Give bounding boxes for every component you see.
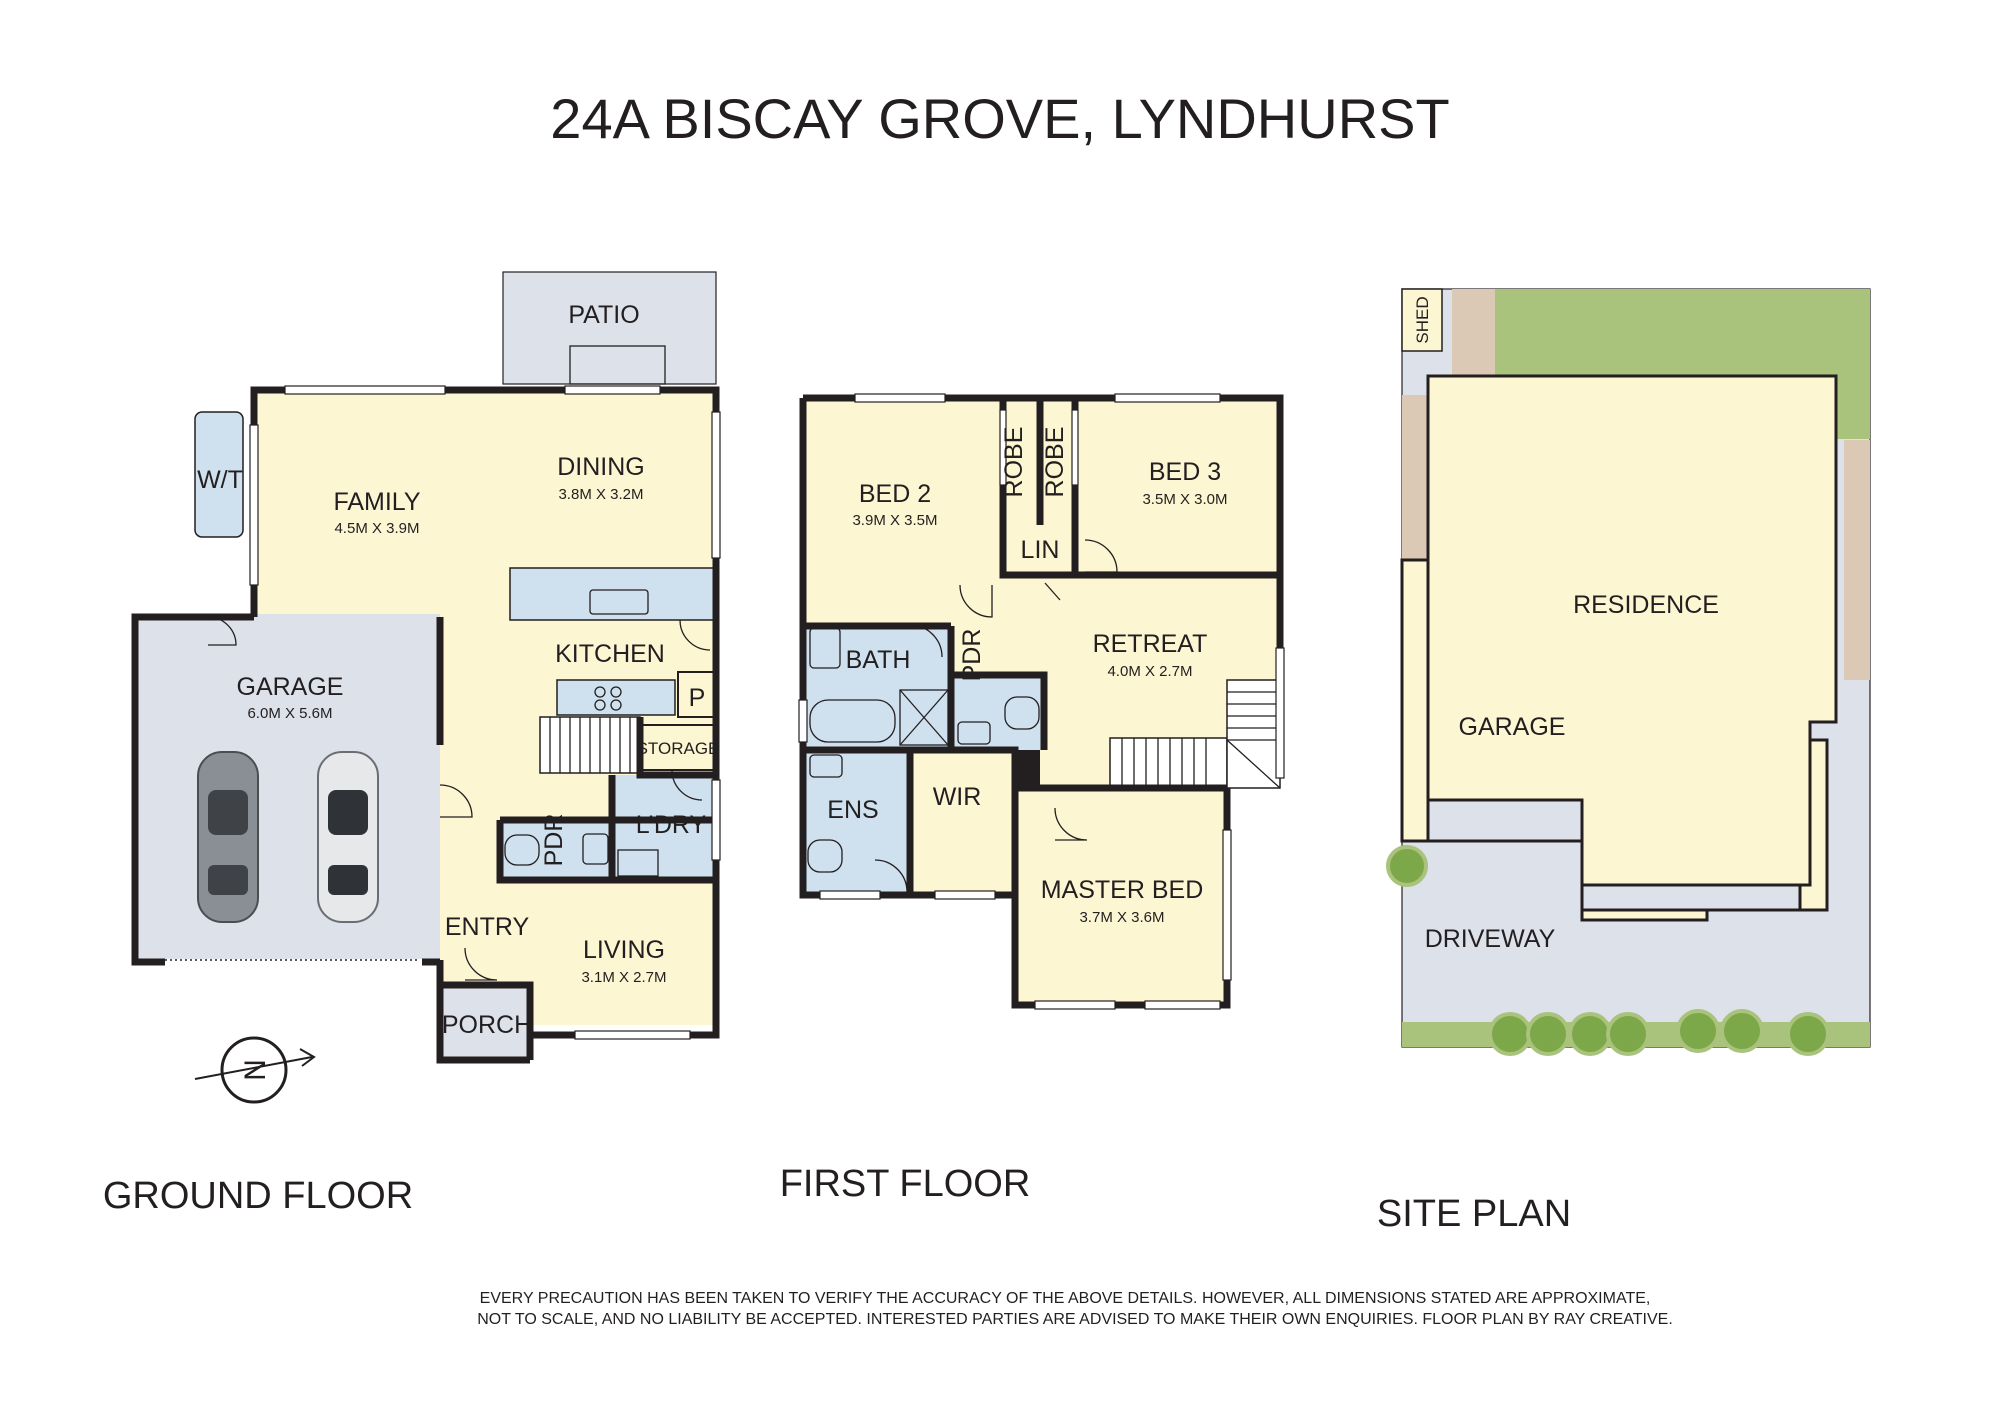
- ground-windows: [249, 385, 721, 1040]
- retreat-label: RETREAT: [1093, 630, 1208, 658]
- gravel-strip: [1844, 440, 1870, 680]
- toilet-icon: [504, 834, 540, 866]
- first-floor-plan: BED 2 3.9M X 3.5M ROBE ROBE BED 3 3.5M X…: [798, 393, 1285, 1010]
- disclaimer-line-2: NOT TO SCALE, AND NO LIABILITY BE ACCEPT…: [477, 1311, 1673, 1328]
- ground-door-swings: [207, 616, 711, 981]
- bed2-dimensions: 3.9M X 3.5M: [852, 512, 937, 529]
- void-block: [1015, 750, 1040, 790]
- compass-label: N: [239, 1059, 272, 1081]
- residence-outline: [1426, 374, 1838, 887]
- storage-label: STORAGE: [637, 739, 720, 758]
- living-label: LIVING: [583, 936, 665, 964]
- residence-label: RESIDENCE: [1573, 591, 1719, 619]
- basin-icon: [809, 754, 843, 778]
- living-dimensions: 3.1M X 2.7M: [581, 969, 666, 986]
- robe1-label: ROBE: [1000, 427, 1028, 498]
- bath-label: BATH: [846, 646, 911, 674]
- retreat-dimensions: 4.0M X 2.7M: [1107, 663, 1192, 680]
- wir-label: WIR: [933, 783, 982, 811]
- basin-icon: [582, 833, 609, 865]
- patio-label: PATIO: [568, 301, 639, 329]
- gravel-strip: [1452, 289, 1495, 379]
- garage-dimensions: 6.0M X 5.6M: [247, 705, 332, 722]
- kitchen-label: KITCHEN: [555, 640, 665, 668]
- shed-label: SHED: [1413, 296, 1432, 343]
- disclaimer-line-1: EVERY PRECAUTION HAS BEEN TAKEN TO VERIF…: [480, 1290, 1651, 1307]
- robe2-label: ROBE: [1041, 427, 1069, 498]
- stairs-first: [1109, 679, 1281, 789]
- ground-living-zone: [254, 390, 716, 1060]
- ground-powder-room: [500, 820, 612, 880]
- ground-floor-plan: N PATIO W/T FAMILY 4.5M X 3.9M DINING 3.…: [131, 271, 721, 1104]
- shed: [1401, 288, 1443, 352]
- toilet-icon: [807, 839, 843, 873]
- bath-room: [803, 626, 951, 750]
- dining-dimensions: 3.8M X 3.2M: [558, 486, 643, 503]
- gravel-strip: [1402, 395, 1428, 560]
- ground-floor-caption: GROUND FLOOR: [103, 1175, 413, 1217]
- site-garage-label: GARAGE: [1459, 713, 1566, 741]
- first-walls: [799, 394, 1284, 1009]
- family-label: FAMILY: [333, 488, 420, 516]
- bed3-label: BED 3: [1149, 458, 1221, 486]
- ensuite-room: [803, 750, 910, 892]
- ground-pdr-label: PDR: [540, 814, 568, 867]
- bathtub-icon: [809, 699, 896, 743]
- wt-label: W/T: [197, 466, 243, 494]
- garage-label: GARAGE: [237, 673, 344, 701]
- family-dimensions: 4.5M X 3.9M: [334, 520, 419, 537]
- site-plan: SHED RESIDENCE GARAGE DRIVEWAY: [1386, 288, 1871, 1056]
- porch-area: [440, 985, 530, 1060]
- master-bed-label: MASTER BED: [1041, 876, 1204, 904]
- laundry-room: [612, 775, 716, 880]
- laundry-label: L’DRY: [636, 811, 707, 839]
- garage-room: [135, 614, 440, 959]
- water-tank: [194, 411, 244, 538]
- first-pdr-label: PDR: [958, 629, 986, 682]
- dining-label: DINING: [557, 453, 645, 481]
- tree-icon: [1386, 845, 1830, 1056]
- linen-label: LIN: [1021, 536, 1060, 564]
- page-title: 24A BISCAY GROVE, LYNDHURST: [550, 87, 1449, 150]
- toilet-icon: [1004, 696, 1040, 730]
- car-icon: [197, 751, 259, 923]
- car-icon: [317, 751, 379, 923]
- first-windows: [798, 393, 1285, 1010]
- porch-label: PORCH: [442, 1011, 532, 1039]
- site-plan-caption: SITE PLAN: [1377, 1193, 1571, 1235]
- ensuite-label: ENS: [827, 796, 878, 824]
- stairs-ground: [539, 716, 641, 774]
- ground-walls: [131, 386, 720, 1064]
- first-door-swings: [874, 539, 1118, 893]
- basin-icon: [957, 721, 991, 745]
- driveway-label: DRIVEWAY: [1425, 925, 1556, 953]
- pantry-label: P: [689, 684, 706, 712]
- stove-burners-icon: [594, 686, 622, 711]
- first-floor-caption: FIRST FLOOR: [780, 1163, 1031, 1205]
- entry-label: ENTRY: [445, 913, 530, 941]
- master-bed-dimensions: 3.7M X 3.6M: [1079, 909, 1164, 926]
- first-powder-room: [951, 675, 1044, 750]
- laundry-tub: [617, 849, 659, 877]
- bed3-dimensions: 3.5M X 3.0M: [1142, 491, 1227, 508]
- bed2-label: BED 2: [859, 480, 931, 508]
- north-compass-icon: N: [194, 1036, 316, 1104]
- kitchen-island: [509, 567, 717, 621]
- patio-area: [502, 271, 717, 385]
- sink-icon: [589, 589, 649, 615]
